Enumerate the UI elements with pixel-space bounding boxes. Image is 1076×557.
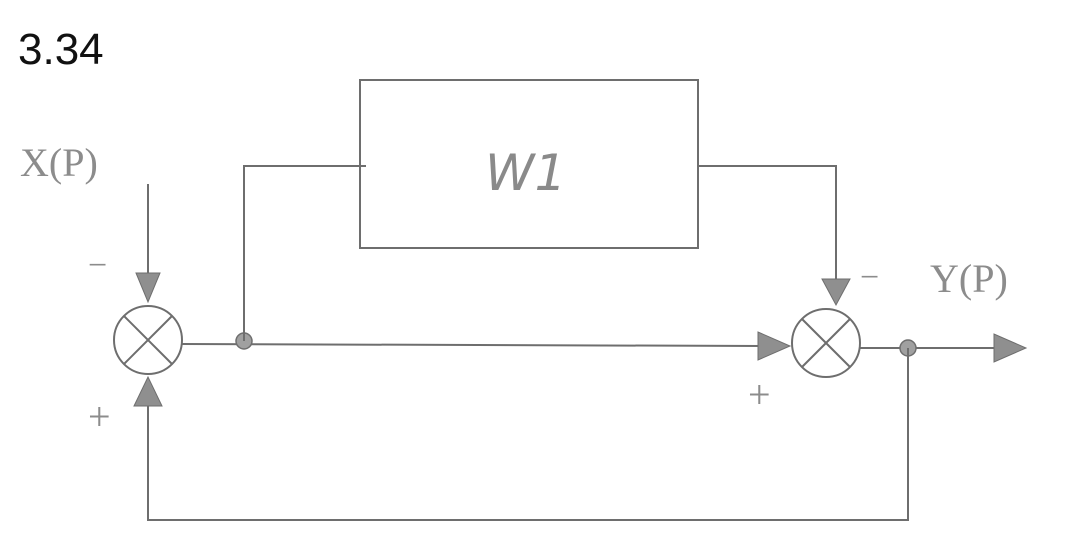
left-summing-junction (113, 305, 183, 375)
right-summing-junction (791, 308, 861, 378)
output-arrowhead (993, 333, 1028, 363)
output-label: Y(P) (930, 256, 1008, 301)
sign-left-bottom: + (88, 394, 111, 439)
input-arrowhead (135, 272, 161, 304)
feedback-arrowhead (133, 375, 163, 407)
input-label: X(P) (20, 140, 98, 185)
block-input-wire (243, 165, 366, 341)
sign-right-top: − (860, 259, 879, 296)
feedback-wire (147, 348, 909, 521)
block-output-arrowhead (821, 278, 851, 307)
transfer-block-label: W1 (485, 144, 566, 202)
sign-left-top: − (88, 247, 107, 284)
forward-path-wire (181, 343, 763, 347)
sign-right-left: + (748, 372, 771, 417)
block-output-wire (698, 165, 837, 280)
problem-number: 3.34 (18, 25, 104, 74)
forward-arrowhead (757, 331, 792, 361)
transfer-block (359, 79, 699, 249)
